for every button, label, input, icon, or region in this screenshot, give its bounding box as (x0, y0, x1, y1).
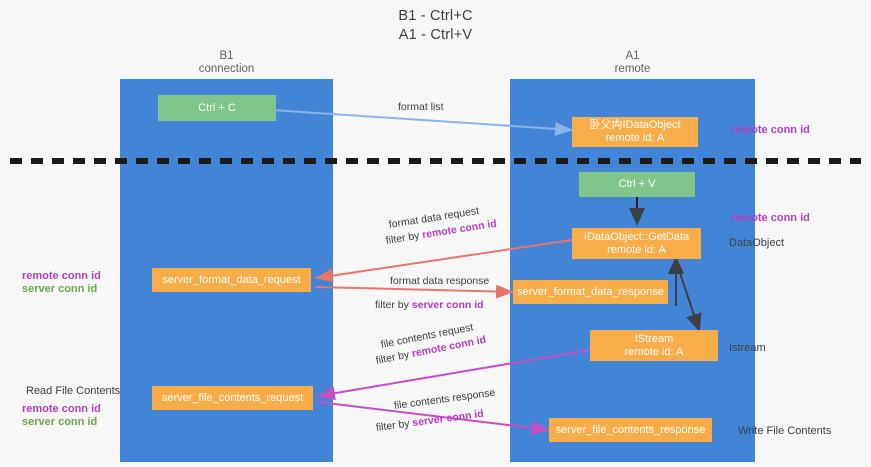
side-label-remote-conn-id-left-1: remote conn id (22, 270, 101, 282)
edge-label-format-data-response: format data response (390, 275, 490, 287)
edge-label-file-contents-response-filter: filter by server conn id (375, 408, 484, 435)
node-istream[interactable]: IStream remote id: A (590, 330, 718, 361)
node-getdata-line1: IDataObject::GetData (583, 230, 690, 243)
node-server-file-contents-response[interactable]: server_file_contents_response (549, 418, 712, 442)
filter-prefix: filter by (375, 417, 414, 434)
filter-key-server-conn-id: server conn id (411, 407, 485, 430)
column-header-b1: B1 connection (120, 50, 333, 76)
page-title: B1 - Ctrl+C A1 - Ctrl+V (0, 7, 871, 45)
filter-prefix: filter by (384, 229, 424, 247)
node-server-format-data-response-label: server_format_data_response (517, 285, 664, 298)
node-server-file-contents-request-label: server_file_contents_request (161, 391, 304, 404)
node-getdata-line2: remote id: A (607, 243, 666, 256)
node-ctrl-v[interactable]: Ctrl + V (579, 172, 695, 197)
side-label-server-conn-id-left-1: server conn id (22, 283, 98, 295)
node-server-format-data-request[interactable]: server_format_data_request (152, 268, 311, 292)
filter-prefix: filter by (374, 348, 414, 367)
node-server-format-data-request-label: server_format_data_request (162, 273, 301, 286)
node-istream-line2: remote id: A (624, 345, 684, 358)
column-header-b1-name: B1 (219, 50, 234, 62)
node-ctrl-c[interactable]: Ctrl + C (158, 95, 276, 121)
edge-label-format-data-response-filter: filter by server conn id (375, 299, 484, 312)
node-ctrl-c-label: Ctrl + C (198, 101, 236, 114)
node-getdata[interactable]: IDataObject::GetData remote id: A (572, 228, 701, 259)
node-server-file-contents-request[interactable]: server_file_contents_request (152, 386, 313, 410)
side-label-remote-conn-id-top: remote conn id (731, 124, 810, 136)
side-label-read-file-contents: Read File Contents (26, 385, 121, 397)
side-label-remote-conn-id-mid: remote conn id (731, 212, 810, 224)
node-istream-line1: IStream (634, 332, 674, 345)
title-line-1: B1 - Ctrl+C (398, 8, 473, 24)
node-idataobject-line1: 卧⽗⽱IDataObject (589, 119, 681, 131)
node-ctrl-v-label: Ctrl + V (618, 178, 656, 190)
column-header-a1: A1 remote (510, 50, 755, 76)
side-label-remote-conn-id-left-2: remote conn id (22, 403, 101, 415)
column-header-b1-sub: connection (198, 63, 255, 75)
side-label-dataobject: DataObject (729, 237, 785, 249)
title-line-2: A1 - Ctrl+V (398, 27, 473, 43)
side-label-write-file-contents: Write File Contents (738, 425, 832, 437)
filter-key-server-conn-id: server conn id (411, 299, 484, 311)
node-server-file-contents-response-label: server_file_contents_response (555, 423, 706, 436)
node-idataobject-line2: remote id: A (605, 132, 665, 144)
node-idataobject[interactable]: 卧⽗⽱IDataObject remote id: A (572, 117, 698, 147)
node-server-format-data-response[interactable]: server_format_data_response (513, 280, 668, 304)
side-label-istream: Istream (729, 342, 766, 354)
column-header-a1-name: A1 (625, 50, 640, 62)
column-header-a1-sub: remote (614, 63, 651, 75)
filter-prefix: filter by (375, 299, 412, 311)
edge-label-format-list: format list (398, 101, 444, 113)
side-label-server-conn-id-left-2: server conn id (22, 416, 98, 428)
